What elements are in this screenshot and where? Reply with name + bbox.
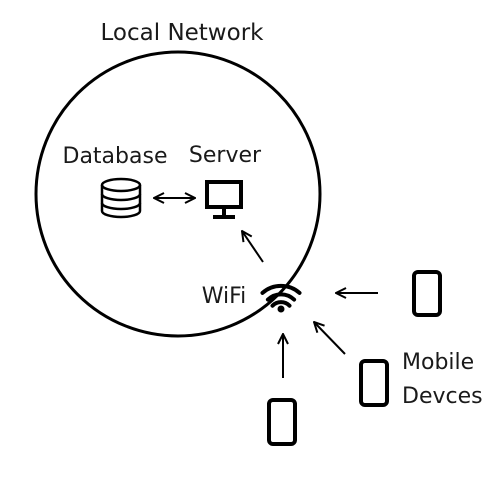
mobile-devices-label-line1: Mobile [402,350,474,375]
mobile-devices-label-line2: Devces [402,384,483,409]
database-icon [100,177,142,219]
mobile-phone-icon [359,359,389,407]
mobile-middle-wifi-link [314,322,346,355]
mobile-phone-icon [412,270,442,317]
wifi-label: WiFi [202,284,247,309]
monitor-icon [205,180,243,219]
wifi-icon [260,283,302,313]
server-label: Server [189,143,262,168]
database-label: Database [63,144,168,169]
diagram-title: Local Network [101,20,265,46]
wifi-server-link [242,231,264,263]
mobile-phone-icon [267,398,297,446]
local-network-boundary [34,50,322,338]
